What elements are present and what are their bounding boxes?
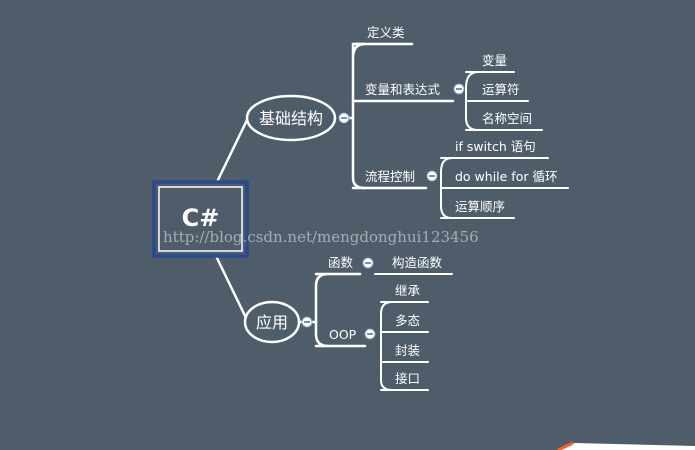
node-basic-structure-label: 基础结构: [259, 109, 323, 128]
collapse-application-icon[interactable]: [301, 316, 313, 328]
leaf-operator[interactable]: 运算符: [482, 82, 520, 97]
edge-root-basic: [214, 116, 250, 186]
node-application-label: 应用: [256, 313, 288, 332]
edge-root-application: [214, 254, 250, 324]
leaf-namespace[interactable]: 名称空间: [482, 111, 532, 126]
leaf-polymorphism[interactable]: 多态: [395, 313, 420, 328]
node-flow-control[interactable]: 流程控制: [365, 169, 415, 184]
node-basic-structure[interactable]: 基础结构: [245, 94, 337, 142]
node-oop[interactable]: OOP: [329, 327, 357, 342]
node-functions[interactable]: 函数: [328, 255, 354, 270]
edge-app-vertical: [314, 272, 330, 348]
collapse-oop-icon[interactable]: [364, 328, 376, 340]
root-node[interactable]: C#: [152, 180, 249, 258]
accent-fragment: [560, 443, 695, 450]
leaf-eval-order[interactable]: 运算顺序: [455, 199, 505, 214]
leaf-interface[interactable]: 接口: [395, 371, 420, 386]
edge-oop-vertical: [380, 301, 393, 391]
leaf-var[interactable]: 变量: [482, 53, 507, 68]
leaf-encapsulation[interactable]: 封装: [395, 343, 420, 358]
watermark-text: http://blog.csdn.net/mengdonghui123456: [163, 228, 479, 246]
leaf-if-switch[interactable]: if switch 语句: [455, 139, 536, 154]
collapse-basic-icon[interactable]: [338, 112, 350, 124]
edge-basic-vertical: [351, 42, 367, 190]
accent-stroke: [557, 441, 574, 450]
leaf-inheritance[interactable]: 继承: [395, 283, 421, 298]
collapse-functions-icon[interactable]: [362, 257, 374, 269]
node-vars-exprs[interactable]: 变量和表达式: [365, 82, 441, 97]
root-label: C#: [182, 204, 220, 232]
collapse-flow-control-icon[interactable]: [426, 170, 438, 182]
leaf-loops[interactable]: do while for 循环: [455, 169, 557, 184]
node-application[interactable]: 应用: [243, 300, 301, 344]
leaf-constructor[interactable]: 构造函数: [392, 255, 443, 270]
collapse-vars-exprs-icon[interactable]: [453, 83, 465, 95]
node-define-class[interactable]: 定义类: [367, 25, 405, 40]
